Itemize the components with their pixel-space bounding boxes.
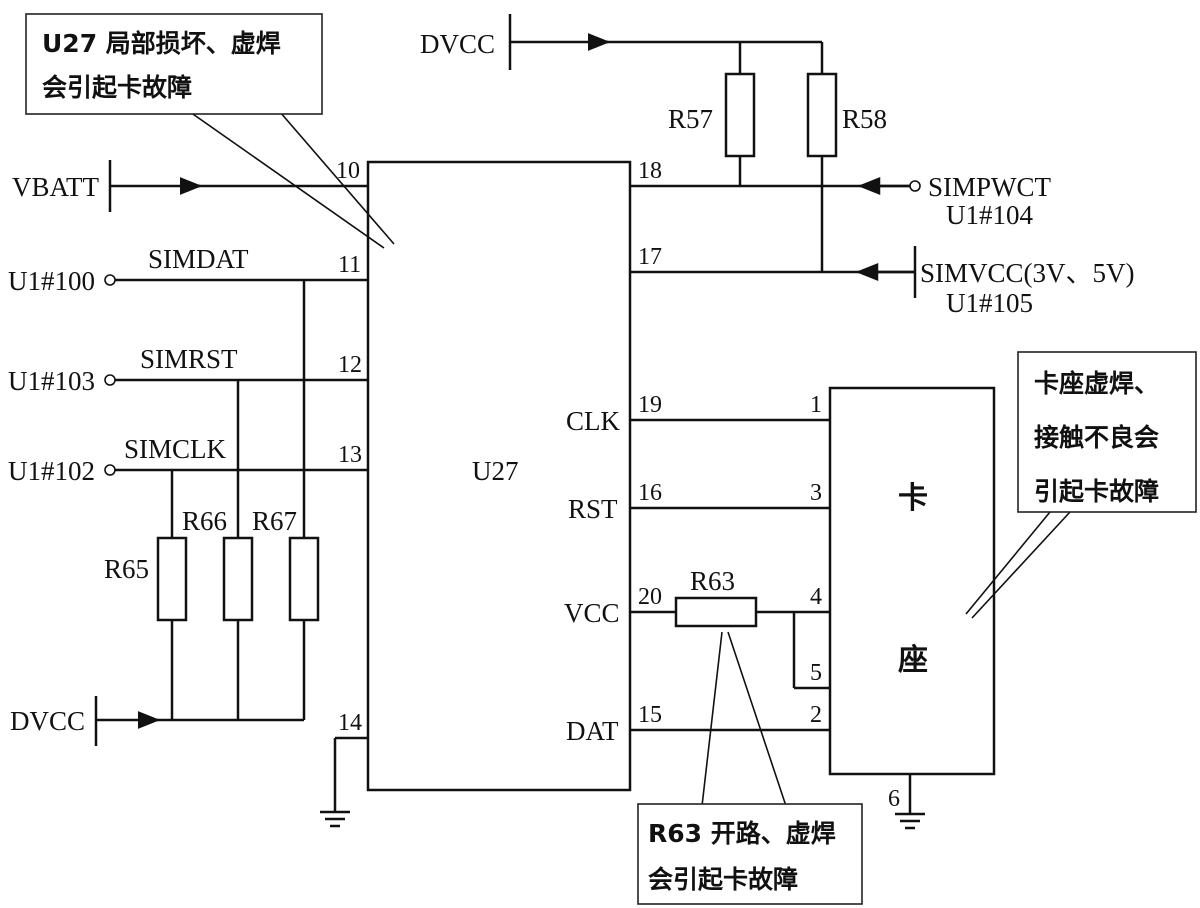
simpwct-label: SIMPWCT	[928, 172, 1052, 202]
socket-pin-4-label: 4	[810, 584, 822, 610]
socket-pin-3-label: 3	[810, 480, 822, 506]
dvcc-top-label: DVCC	[420, 29, 495, 59]
r65-label: R65	[104, 554, 149, 584]
rst-line: RST 16 3	[568, 480, 830, 524]
clk-pin-name: CLK	[566, 406, 621, 436]
simvcc-line: 17 SIMVCC(3V、5V) U1#105	[630, 244, 1135, 318]
socket-pin-2-label: 2	[810, 702, 822, 728]
card-socket: 卡 座	[828, 386, 996, 776]
dvcc-top-supply: DVCC	[420, 14, 824, 74]
socket-pin-5-label: 5	[810, 660, 822, 686]
simpwct-line: 18 SIMPWCT U1#104	[630, 158, 1052, 230]
simrst-line: U1#103 SIMRST 12	[8, 344, 368, 396]
dvcc-bottom-supply: DVCC	[10, 696, 304, 746]
pin-14-ground: 14	[320, 710, 368, 828]
simclk-line: U1#102 SIMCLK 13	[8, 434, 368, 486]
pin-18-label: 18	[638, 158, 662, 184]
resistor-r57: R57	[668, 72, 756, 186]
callout-socket-line3: 引起卡故障	[1034, 477, 1159, 506]
socket-pin-6-label: 6	[888, 786, 900, 812]
resistor-r66: R66	[182, 380, 254, 720]
r66-label: R66	[182, 506, 227, 536]
callout-socket-line1: 卡座虚焊、	[1034, 369, 1159, 398]
u1-100-label: U1#100	[8, 266, 95, 296]
socket-pin-6-ground: 6	[888, 774, 925, 830]
dvcc-bottom-label: DVCC	[10, 706, 85, 736]
u27-label: U27	[472, 456, 519, 486]
socket-label-line2: 座	[898, 643, 928, 678]
callout-r63-line1: R63 开路、虚焊	[648, 819, 836, 848]
vcc-pin-name: VCC	[564, 598, 620, 628]
simvcc-label: SIMVCC(3V、5V)	[920, 258, 1135, 288]
callout-u27: U27 局部损坏、虚焊 会引起卡故障	[25, 13, 395, 249]
pin-16-label: 16	[638, 480, 662, 506]
simrst-label: SIMRST	[140, 344, 238, 374]
pin-10-label: 10	[336, 158, 360, 184]
callout-socket-line2: 接触不良会	[1034, 423, 1159, 452]
u27-chip: U27	[366, 160, 632, 792]
socket-pin-1-label: 1	[810, 392, 822, 418]
clk-line: CLK 19 1	[566, 392, 830, 436]
resistor-r67: R67	[252, 280, 320, 720]
callout-u27-line1: U27 局部损坏、虚焊	[42, 29, 281, 58]
pin-20-label: 20	[638, 584, 662, 610]
r58-label: R58	[842, 104, 887, 134]
u1-102-label: U1#102	[8, 456, 95, 486]
vcc-line: VCC 20 R63 4 5	[564, 566, 830, 690]
simclk-label: SIMCLK	[124, 434, 227, 464]
pin-12-label: 12	[338, 352, 362, 378]
simdat-line: U1#100 SIMDAT 11	[8, 244, 368, 296]
pin-19-label: 19	[638, 392, 662, 418]
pin-14-label: 14	[338, 710, 362, 736]
pin-15-label: 15	[638, 702, 662, 728]
pin-17-label: 17	[638, 244, 662, 270]
callout-r63-line2: 会引起卡故障	[648, 865, 798, 894]
resistor-r65: R65	[104, 470, 188, 720]
callout-u27-line2: 会引起卡故障	[42, 73, 192, 102]
simdat-label: SIMDAT	[148, 244, 249, 274]
dat-line: DAT 15 2	[566, 702, 830, 746]
resistor-r58: R58	[806, 72, 887, 272]
r63-label: R63	[690, 566, 735, 596]
r67-label: R67	[252, 506, 297, 536]
callout-socket: 卡座虚焊、 接触不良会 引起卡故障	[965, 351, 1197, 619]
r57-label: R57	[668, 104, 713, 134]
callout-r63: R63 开路、虚焊 会引起卡故障	[637, 631, 863, 905]
vbatt-label: VBATT	[12, 172, 100, 202]
u1-104-label: U1#104	[946, 200, 1033, 230]
pin-11-label: 11	[338, 252, 361, 278]
rst-pin-name: RST	[568, 494, 618, 524]
u1-105-label: U1#105	[946, 288, 1033, 318]
vbatt-supply: VBATT 10	[12, 158, 368, 212]
dat-pin-name: DAT	[566, 716, 619, 746]
socket-label-line1: 卡	[898, 481, 928, 516]
u1-103-label: U1#103	[8, 366, 95, 396]
pin-13-label: 13	[338, 442, 362, 468]
